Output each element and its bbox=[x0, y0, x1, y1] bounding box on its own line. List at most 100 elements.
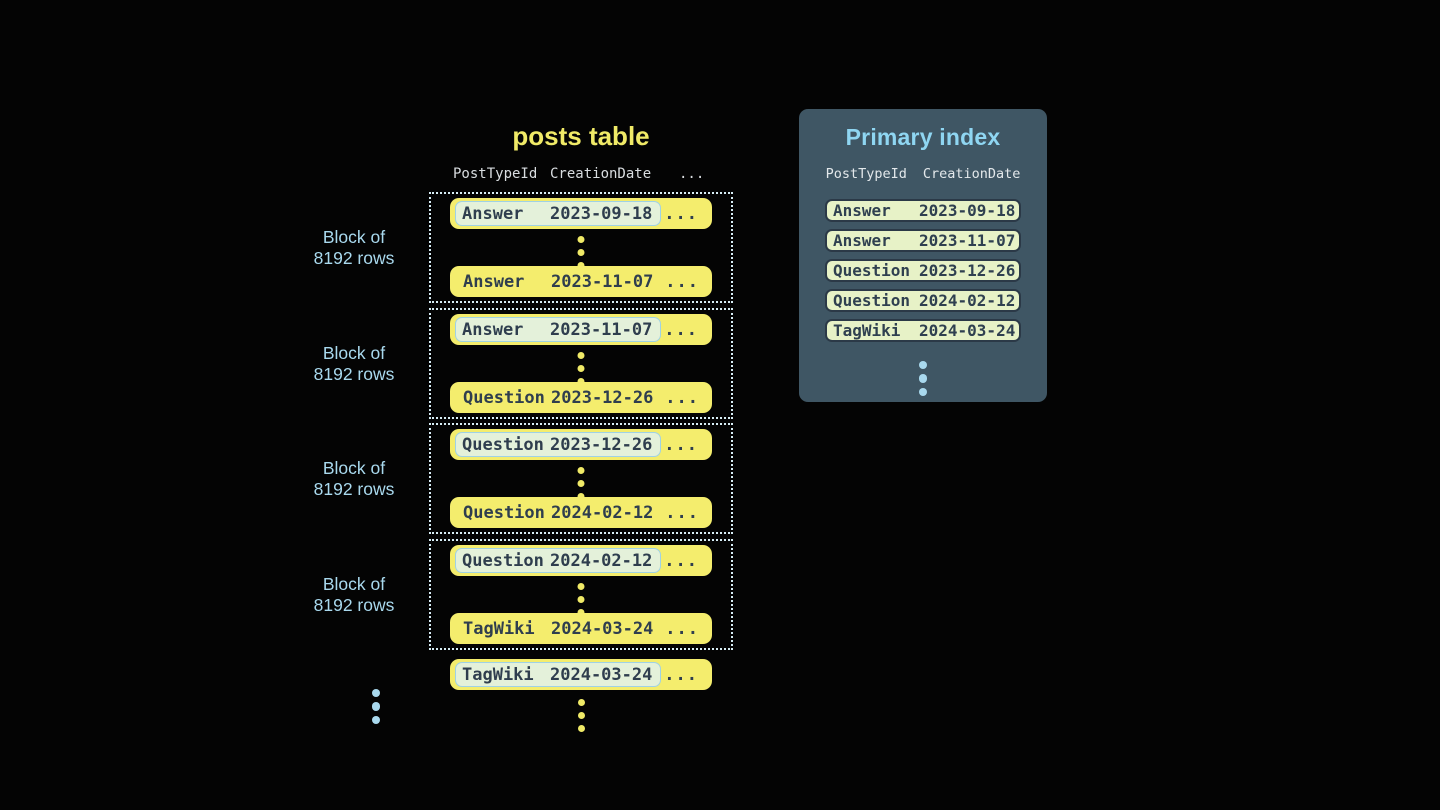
rows-ellipsis bbox=[577, 580, 585, 619]
cell-creation-date: 2023-12-26 bbox=[919, 261, 1016, 280]
row-ellipsis-text: ... bbox=[664, 319, 698, 340]
block-2: Block of 8192 rows Answer 2023-11-07 ...… bbox=[314, 308, 733, 419]
cell-post-type: TagWiki bbox=[463, 618, 535, 639]
row-ellipsis-text: ... bbox=[664, 664, 698, 685]
index-key-highlight: TagWiki 2024-03-24 bbox=[455, 662, 662, 687]
ellipsis-dot bbox=[577, 467, 585, 474]
row-ellipsis-text: ... bbox=[665, 618, 699, 639]
cell-creation-date: 2024-03-24 bbox=[551, 618, 654, 639]
index-row: TagWiki 2024-03-24 bbox=[825, 319, 1021, 342]
column-header-posttypeid: PostTypeId bbox=[453, 166, 538, 182]
ellipsis-dot bbox=[371, 715, 381, 724]
row-ellipsis-text: ... bbox=[665, 387, 699, 408]
cell-post-type: TagWiki bbox=[833, 321, 901, 340]
ellipsis-dot bbox=[577, 236, 585, 243]
cell-creation-date: 2024-02-12 bbox=[550, 550, 653, 571]
ellipsis-dot bbox=[918, 374, 928, 383]
cell-post-type: Answer bbox=[462, 319, 524, 340]
column-header-posttypeid: PostTypeId bbox=[825, 166, 907, 182]
table-row: Question 2024-02-12 ... bbox=[450, 497, 712, 528]
index-key-highlight: Question 2024-02-12 bbox=[455, 548, 662, 573]
cell-creation-date: 2023-09-18 bbox=[919, 201, 1016, 220]
cell-creation-date: 2024-02-12 bbox=[919, 291, 1016, 310]
ellipsis-dot bbox=[577, 249, 585, 256]
rows-ellipsis bbox=[577, 233, 585, 272]
table-row: Answer 2023-09-18 ... bbox=[450, 198, 712, 229]
posts-table-title: posts table bbox=[512, 121, 650, 151]
ellipsis-dot bbox=[577, 583, 585, 590]
cell-post-type: Question bbox=[463, 502, 545, 523]
ellipsis-dot bbox=[577, 378, 585, 385]
cell-post-type: Question bbox=[462, 550, 544, 571]
cell-creation-date: 2024-03-24 bbox=[550, 664, 653, 685]
cell-creation-date: 2023-11-07 bbox=[551, 271, 654, 292]
block-3: Block of 8192 rows Question 2023-12-26 .… bbox=[314, 423, 733, 534]
cell-post-type: Question bbox=[833, 291, 911, 310]
ellipsis-dot bbox=[577, 725, 585, 732]
ellipsis-dot bbox=[577, 712, 585, 719]
index-row: Question 2024-02-12 bbox=[825, 289, 1021, 312]
posts-table-column-headers: PostTypeId CreationDate ... bbox=[450, 166, 750, 182]
ellipsis-dot bbox=[577, 365, 585, 372]
cell-post-type: Question bbox=[463, 387, 545, 408]
cell-creation-date: 2024-02-12 bbox=[551, 502, 654, 523]
cell-post-type: Answer bbox=[833, 201, 891, 220]
block-3-label: Block of 8192 rows bbox=[313, 457, 395, 499]
cell-post-type: Question bbox=[462, 434, 544, 455]
row-ellipsis-text: ... bbox=[664, 434, 698, 455]
ellipsis-dot bbox=[371, 702, 381, 711]
primary-index-panel: Primary index PostTypeId CreationDate An… bbox=[799, 109, 1047, 402]
ellipsis-dot bbox=[577, 699, 585, 706]
cell-post-type: Answer bbox=[463, 271, 525, 292]
index-row: Question 2023-12-26 bbox=[825, 259, 1021, 282]
table-row: Question 2023-12-26 ... bbox=[450, 382, 712, 413]
rows-ellipsis bbox=[577, 349, 585, 388]
table-row: Answer 2023-11-07 ... bbox=[450, 266, 712, 297]
column-header-more: ... bbox=[679, 166, 705, 182]
index-row: Answer 2023-11-07 bbox=[825, 229, 1021, 252]
cell-post-type: Answer bbox=[462, 203, 524, 224]
block-1: Block of 8192 rows Answer 2023-09-18 ...… bbox=[314, 192, 733, 303]
cell-creation-date: 2023-11-07 bbox=[550, 319, 653, 340]
block-2-label: Block of 8192 rows bbox=[313, 342, 395, 384]
table-row: TagWiki 2024-03-24 ... bbox=[450, 613, 712, 644]
column-header-creationdate: CreationDate bbox=[922, 166, 1021, 182]
block-4-label: Block of 8192 rows bbox=[313, 573, 395, 615]
primary-index-title: Primary index bbox=[845, 124, 1001, 150]
rows-ellipsis bbox=[577, 464, 585, 503]
table-row-overflow: TagWiki 2024-03-24 ... bbox=[450, 659, 712, 690]
block-1-label: Block of 8192 rows bbox=[313, 226, 395, 268]
table-row: Answer 2023-11-07 ... bbox=[450, 314, 712, 345]
table-row: Question 2023-12-26 ... bbox=[450, 429, 712, 460]
ellipsis-dot bbox=[577, 262, 585, 269]
cell-post-type: Question bbox=[833, 261, 911, 280]
row-ellipsis-text: ... bbox=[665, 271, 699, 292]
ellipsis-dot bbox=[918, 360, 928, 369]
cell-post-type: Answer bbox=[833, 231, 891, 250]
ellipsis-dot bbox=[371, 688, 381, 697]
index-continues-ellipsis bbox=[918, 358, 928, 399]
index-key-highlight: Answer 2023-09-18 bbox=[455, 201, 662, 226]
block-4: Block of 8192 rows Question 2024-02-12 .… bbox=[314, 539, 733, 650]
cell-post-type: TagWiki bbox=[462, 664, 534, 685]
row-ellipsis-text: ... bbox=[664, 203, 698, 224]
cell-creation-date: 2024-03-24 bbox=[919, 321, 1016, 340]
cell-creation-date: 2023-11-07 bbox=[919, 231, 1016, 250]
ellipsis-dot bbox=[577, 352, 585, 359]
index-row: Answer 2023-09-18 bbox=[825, 199, 1021, 222]
cell-creation-date: 2023-12-26 bbox=[551, 387, 654, 408]
blocks-continue-ellipsis bbox=[346, 686, 406, 727]
cell-creation-date: 2023-12-26 bbox=[550, 434, 653, 455]
cell-creation-date: 2023-09-18 bbox=[550, 203, 653, 224]
ellipsis-dot bbox=[577, 596, 585, 603]
table-continues-ellipsis bbox=[450, 696, 712, 735]
ellipsis-dot bbox=[577, 609, 585, 616]
column-header-creationdate: CreationDate bbox=[550, 166, 652, 182]
primary-index-rows: Answer 2023-09-18 Answer 2023-11-07 Ques… bbox=[825, 199, 1021, 349]
index-key-highlight: Question 2023-12-26 bbox=[455, 432, 662, 457]
ellipsis-dot bbox=[918, 387, 928, 396]
primary-index-column-headers: PostTypeId CreationDate bbox=[826, 166, 1021, 182]
index-key-highlight: Answer 2023-11-07 bbox=[455, 317, 662, 342]
row-ellipsis-text: ... bbox=[664, 550, 698, 571]
